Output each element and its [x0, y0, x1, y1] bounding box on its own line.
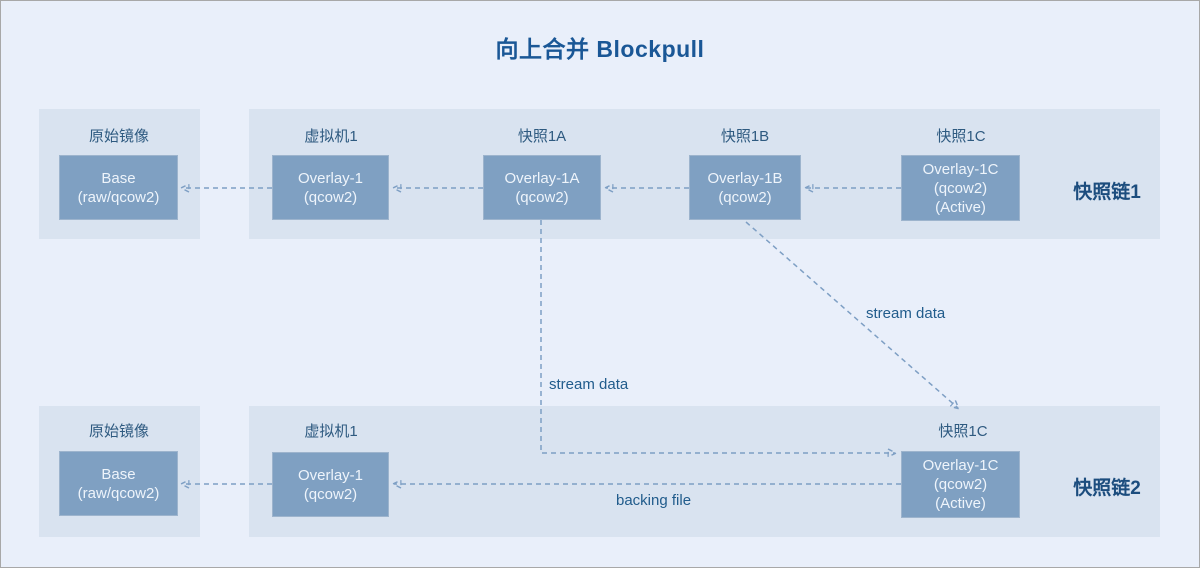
chain1-base-box: Base (raw/qcow2)	[59, 155, 178, 220]
chain2-base-label: 原始镜像	[88, 423, 149, 440]
box-line: (Active)	[935, 495, 986, 512]
box-line: (qcow2)	[303, 188, 358, 206]
chain2-vm1-label: 虚拟机1	[304, 423, 358, 440]
box-line: Overlay-1	[297, 169, 364, 187]
box-line: (raw/qcow2)	[77, 484, 160, 502]
box-line: Overlay-1	[297, 466, 364, 484]
box-line: Overlay-1C	[922, 160, 999, 178]
box-line: Base	[101, 465, 136, 483]
chain1-name-label: 快照链1	[1073, 182, 1141, 203]
chain1-overlay1b-box: Overlay-1B (qcow2)	[689, 155, 801, 220]
stream-data-right-label: stream data	[866, 305, 946, 322]
box-line: Base	[101, 169, 136, 187]
box-line: Overlay-1A	[504, 169, 580, 187]
box-line: (qcow2)	[515, 188, 569, 206]
box-line: (Active)	[935, 198, 986, 216]
chain1-snap1c-label: 快照1C	[936, 128, 986, 145]
box-line: (qcow2)	[303, 485, 358, 503]
box-line: (qcow2)	[933, 476, 988, 493]
chain2-base-box: Base (raw/qcow2)	[59, 451, 178, 516]
stream-data-left-label: stream data	[549, 376, 629, 393]
chain2-name-label: 快照链2	[1073, 478, 1141, 499]
chain2-overlay1-box: Overlay-1 (qcow2)	[272, 452, 389, 517]
box-line: (qcow2)	[718, 188, 772, 206]
chain2-snap1c-label: 快照1C	[938, 423, 988, 440]
box-line: (raw/qcow2)	[77, 188, 160, 206]
diagram-title: 向上合并 Blockpull	[495, 36, 705, 62]
chain1-base-label: 原始镜像	[88, 128, 149, 145]
chain1-overlay1-box: Overlay-1 (qcow2)	[272, 155, 389, 220]
backing-file-label: backing file	[616, 492, 692, 509]
chain1-overlay1a-box: Overlay-1A (qcow2)	[483, 155, 601, 220]
box-line: (qcow2)	[933, 179, 988, 197]
chain1-vm1-label: 虚拟机1	[304, 128, 358, 145]
chain1-snap1b-label: 快照1B	[720, 128, 770, 145]
box-line: Overlay-1B	[707, 169, 783, 187]
chain1-overlay1c-box: Overlay-1C (qcow2) (Active)	[901, 155, 1020, 221]
box-line: Overlay-1C	[922, 457, 999, 474]
chain1-snap1a-label: 快照1A	[517, 128, 567, 145]
chain2-overlay1c-box: Overlay-1C (qcow2) (Active)	[901, 451, 1020, 518]
